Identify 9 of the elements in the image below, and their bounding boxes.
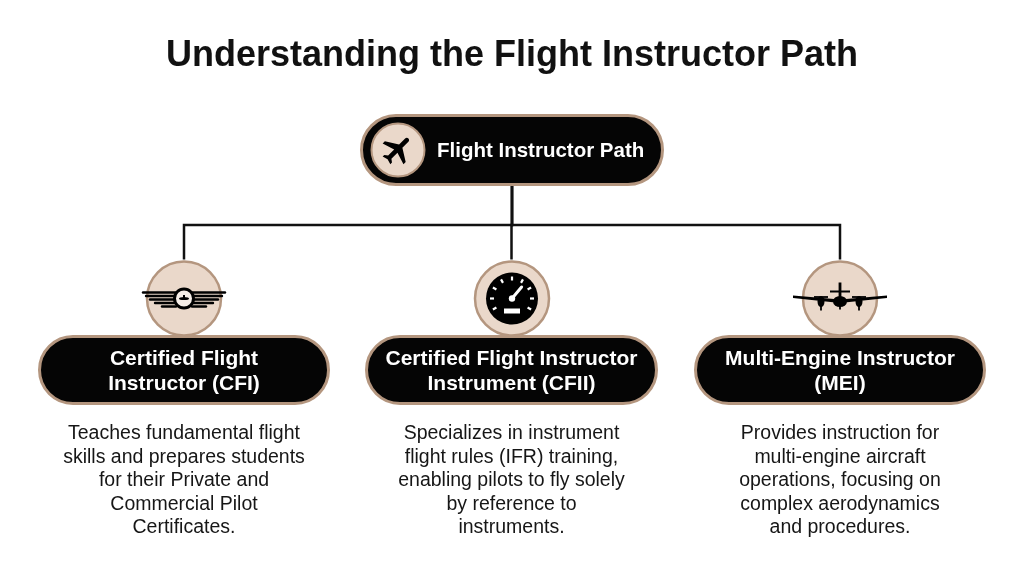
role-title: Multi-Engine Instructor (MEI) [724, 345, 956, 395]
role-title: Flight Instructor Path [437, 137, 645, 163]
role-title: Certified Flight Instructor Instrument (CFII) [384, 345, 639, 395]
connector-line [510, 186, 842, 260]
diagram-title: Understanding the Flight Instructor Path [166, 33, 858, 75]
role-description: Teaches fundamental flight skills and prepares students for their Private and Commercial Pilot Certificates. [62, 421, 306, 539]
role-description: Specializes in instrument flight rules (IFR) training, enabling pilots to fly solely by reference to instruments. [397, 421, 626, 539]
role-title: Certified Flight Instructor (CFI) [107, 345, 261, 395]
role-description: Provides instruction for multi-engine aircraft operations, focusing on complex aerodynamics and procedures. [738, 421, 942, 539]
